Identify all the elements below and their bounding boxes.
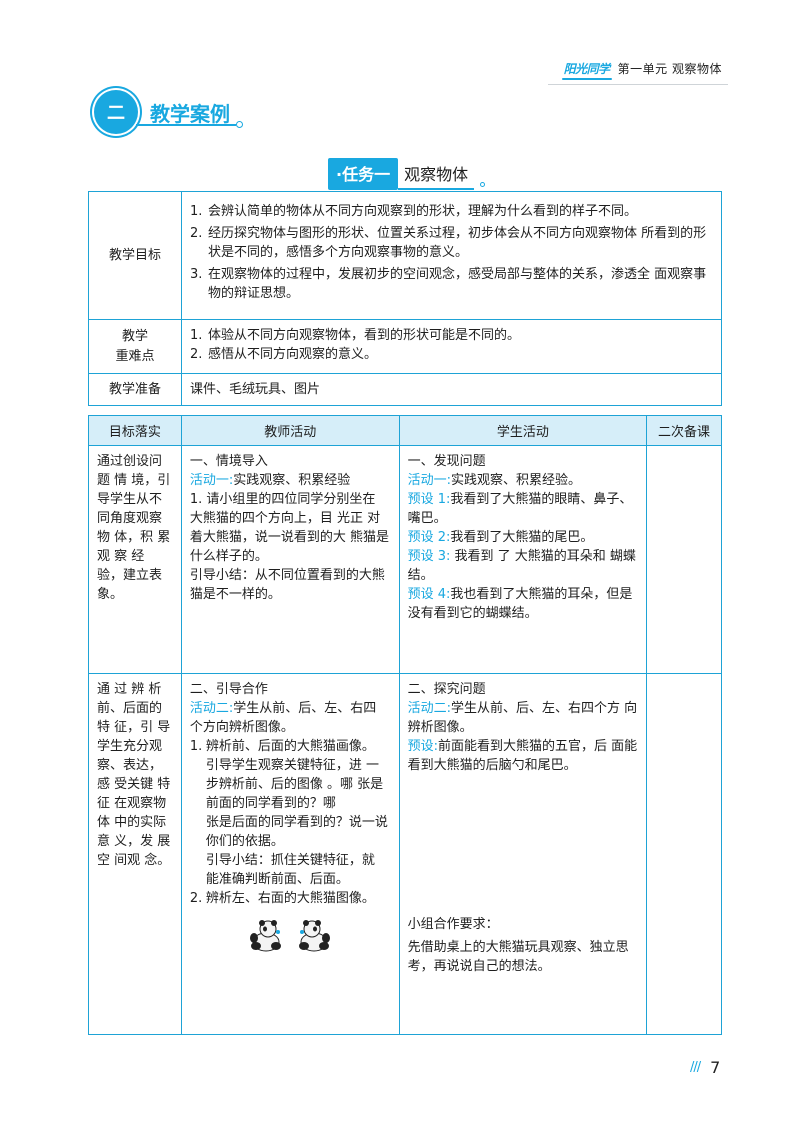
panda-left-icon [250, 920, 282, 952]
header-goal: 目标落实 [88, 415, 182, 446]
header-divider [548, 84, 728, 85]
task-tag: ·任务一 [328, 158, 399, 190]
page-header: 阳光同学 第一单元 观察物体 [561, 60, 722, 80]
section-title: 教学案例 [150, 101, 230, 126]
goal-cell-1: 通过创设问题 情 境，引导学生从不 同角度观察物 体，积 累 观 察 经 验，建… [88, 445, 182, 674]
key-point-item: 1.体验从不同方向观察物体，看到的形状可能是不同的。 [190, 328, 521, 343]
task-name: 观察物体 [398, 158, 475, 190]
preset-item: 预设 3: 我看到 了 大熊猫的耳朵和 蝴蝶结。 [407, 549, 636, 583]
activity-label: 活动一: [189, 473, 234, 488]
group-requirement-title: 小组合作要求： [407, 917, 499, 932]
header-second-prep: 二次备课 [646, 415, 722, 446]
objective-item: 1.会辨认简单的物体从不同方向观察到的形状，理解为什么看到的样子不同。 [190, 204, 638, 219]
activity-header-row: 目标落实 教师活动 学生活动 二次备课 [88, 415, 722, 446]
preset-item: 预设 1:我看到了大熊猫的眼睛、鼻子、嘴巴。 [407, 492, 633, 526]
activity-label: 活动二: [189, 701, 234, 716]
header-teacher: 教师活动 [180, 415, 400, 446]
task-heading: ·任务一 观察物体 [328, 158, 485, 190]
preset-item: 预设 4:我也看到了大熊猫的耳朵，但是没有看到它的蝴蝶结。 [407, 587, 633, 621]
header-student: 学生活动 [398, 415, 648, 446]
section-number-badge: 二 [94, 90, 138, 134]
objectives-content: 1.会辨认简单的物体从不同方向观察到的形状，理解为什么看到的样子不同。 2.经历… [181, 191, 722, 320]
activity-table: 目标落实 教师活动 学生活动 二次备课 通过创设问题 情 境，引导学生从不 同角… [88, 415, 722, 1035]
preparation-content: 课件、毛绒玩具、图片 [181, 373, 722, 406]
objective-item: 3.在观察物体的过程中，发展初步的空间观念，感受局部与整体的关系，渗透全 面观察… [190, 267, 707, 301]
teacher-step: 1.辨析前、后面的大熊猫画像。 引导学生观察关键特征，进 一步辨析前、后的图像 … [189, 739, 384, 811]
row-objectives: 教学目标 1.会辨认简单的物体从不同方向观察到的形状，理解为什么看到的样子不同。… [88, 191, 722, 320]
goal-cell-2: 通 过 辨 析 前、后面的 特 征，引 导 学生充分观 察、表达， 感 受关键 … [88, 673, 182, 1035]
preset-item: 预设:前面能看到大熊猫的五官，后 面能看到大熊猫的后脑勺和尾巴。 [407, 739, 638, 773]
teacher-summary: 引导小结：抓住关键特征，就 能准确判断前面、后面。 [205, 853, 375, 887]
second-prep-cell-1 [646, 445, 722, 674]
section-underline [136, 124, 236, 126]
activity-label: 活动一: [407, 473, 451, 488]
page-footer: /// 7 [690, 1058, 720, 1077]
brand-logo: 阳光同学 [561, 62, 612, 80]
unit-title: 第一单元 观察物体 [617, 62, 722, 76]
activity-row-2: 通 过 辨 析 前、后面的 特 征，引 导 学生充分观 察、表达， 感 受关键 … [88, 673, 722, 1035]
teacher-step: 张是后面的同学看到的？说一说你们的依据。 [205, 815, 388, 849]
teacher-cell-2: 二、引导合作 活动二:学生从前、后、左、右四 个方向辨析图像。 1.辨析前、后面… [180, 673, 400, 1035]
panda-images [190, 918, 391, 952]
teacher-step: 2.辨析左、右面的大熊猫图像。 [189, 891, 375, 906]
page-number: 7 [710, 1058, 721, 1077]
group-requirement-text: 先借助桌上的大熊猫玩具观察、独立思考，再说说自己的想法。 [407, 940, 629, 974]
task-decor-dot [480, 182, 485, 187]
label-objectives: 教学目标 [88, 191, 182, 320]
activity-label: 活动二: [407, 701, 451, 716]
row-preparation: 教学准备 课件、毛绒玩具、图片 [88, 373, 722, 406]
student-cell-2: 二、探究问题 活动二:学生从前、后、左、右四个方 向辨析图像。 预设:前面能看到… [398, 673, 648, 1035]
key-points-content: 1.体验从不同方向观察物体，看到的形状可能是不同的。 2.感悟从不同方向观察的意… [181, 319, 722, 374]
preset-item: 预设 2:我看到了大熊猫的尾巴。 [407, 530, 594, 545]
section-underline-dot [236, 121, 243, 128]
label-key-points: 教学 重难点 [88, 319, 182, 374]
key-point-item: 2.感悟从不同方向观察的意义。 [190, 347, 378, 362]
lesson-info-table: 教学目标 1.会辨认简单的物体从不同方向观察到的形状，理解为什么看到的样子不同。… [88, 191, 722, 406]
student-cell-1: 一、发现问题 活动一:实践观察、积累经验。 预设 1:我看到了大熊猫的眼睛、鼻子… [398, 445, 648, 674]
activity-row-1: 通过创设问题 情 境，引导学生从不 同角度观察物 体，积 累 观 察 经 验，建… [88, 445, 722, 674]
panda-right-icon [299, 920, 331, 952]
second-prep-cell-2 [646, 673, 722, 1035]
label-preparation: 教学准备 [88, 373, 182, 406]
objective-item: 2.经历探究物体与图形的形状、位置关系过程，初步体会从不同方向观察物体 所看到的… [190, 226, 707, 260]
teacher-cell-1: 一、情境导入 活动一:实践观察、积累经验 1. 请小组里的四位同学分别坐在 大熊… [180, 445, 400, 674]
row-key-points: 教学 重难点 1.体验从不同方向观察物体，看到的形状可能是不同的。 2.感悟从不… [88, 319, 722, 374]
footer-marks: /// [690, 1060, 701, 1075]
section-heading: 二 教学案例 [94, 90, 230, 134]
